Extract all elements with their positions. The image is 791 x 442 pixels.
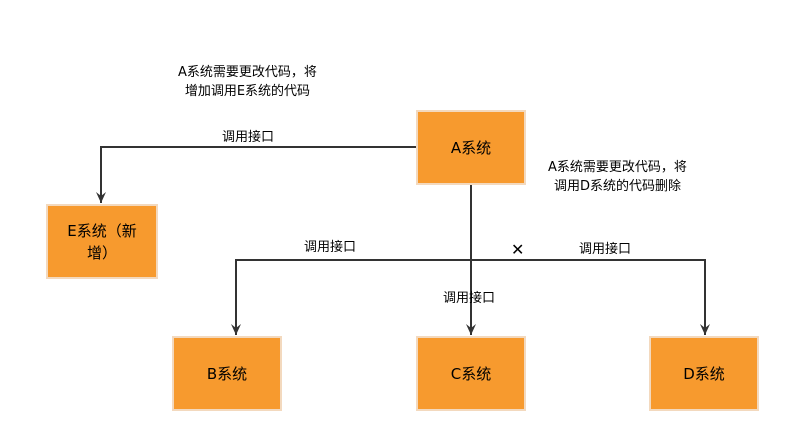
node-a-shape: [416, 110, 526, 185]
note-add-e: A系统需要更改代码，将 增加调用E系统的代码: [178, 63, 317, 101]
node-e-shape: [46, 204, 158, 279]
note-add-e-line1: A系统需要更改代码，将: [178, 65, 317, 80]
note-remove-d: A系统需要更改代码，将 调用D系统的代码删除: [548, 158, 687, 196]
node-b-shape: [172, 336, 282, 411]
note-remove-d-line1: A系统需要更改代码，将: [548, 160, 687, 175]
node-b-label: B系统: [206, 364, 248, 383]
node-b: B系统: [173, 337, 281, 410]
edge-label-a-to-b: 调用接口: [304, 240, 357, 255]
node-d-label: D系统: [683, 364, 725, 383]
edge-label-a-to-c: 调用接口: [443, 291, 496, 306]
node-e: E系统（新 增）: [47, 205, 157, 278]
node-e-label-line2: 增）: [86, 243, 117, 262]
removed-x-icon: ✕: [511, 240, 525, 259]
note-add-e-line2: 增加调用E系统的代码: [184, 84, 311, 99]
edge-label-a-to-e: 调用接口: [222, 130, 275, 145]
node-e-label-line1: E系统（新: [67, 221, 137, 240]
node-c-shape: [416, 336, 526, 411]
node-a: A系统: [417, 111, 525, 184]
edge-label-a-to-d: 调用接口: [579, 242, 632, 257]
node-a-label: A系统: [450, 138, 492, 157]
note-remove-d-line2: 调用D系统的代码删除: [553, 179, 681, 194]
edge-a-to-e: [96, 146, 417, 203]
node-c: C系统: [417, 337, 525, 410]
node-c-label: C系统: [450, 364, 492, 383]
node-d: D系统: [650, 337, 758, 410]
node-d-shape: [649, 336, 759, 411]
